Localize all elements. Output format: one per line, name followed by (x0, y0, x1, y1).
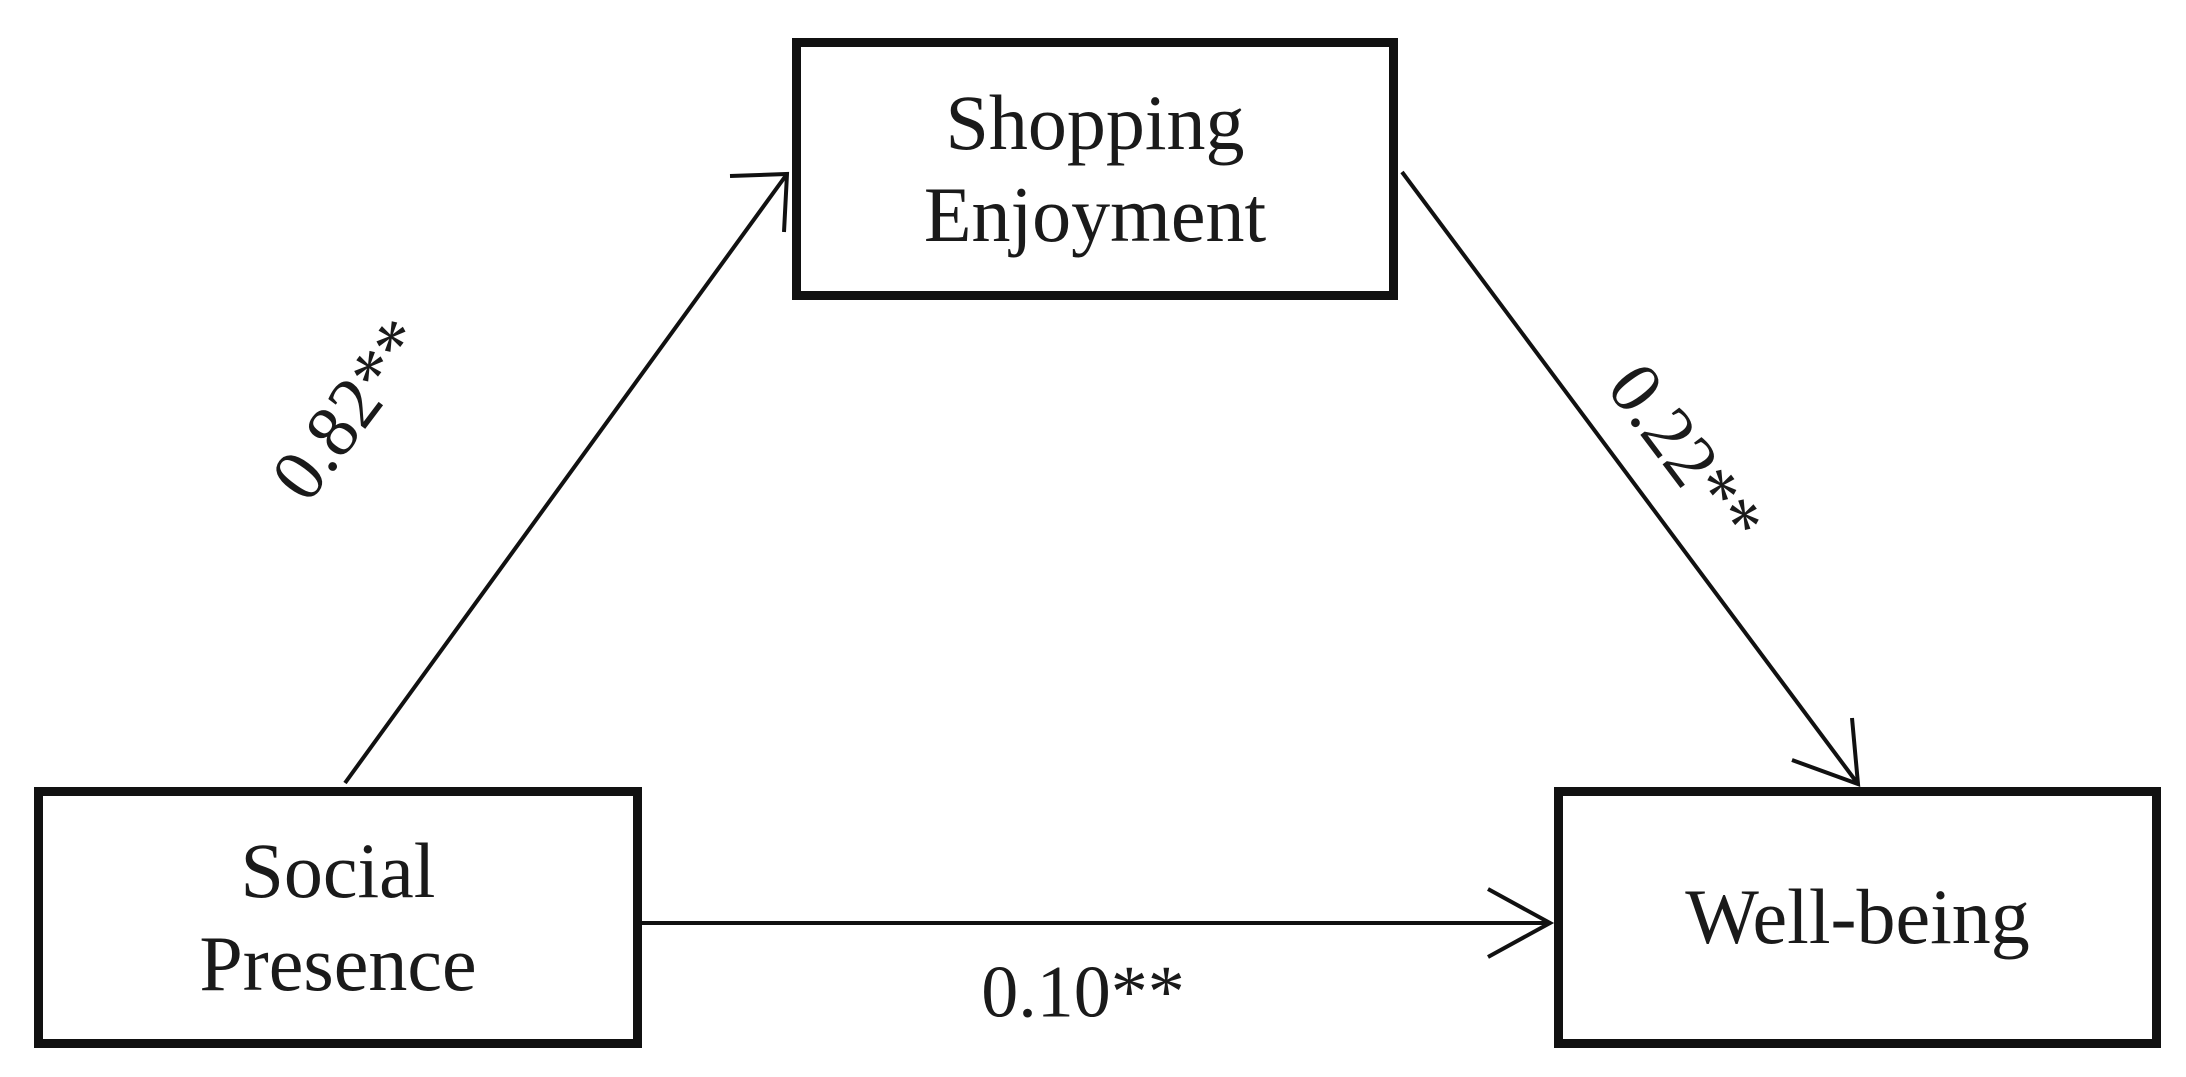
node-shopping-enjoyment: Shopping Enjoyment (792, 38, 1398, 300)
node-social-presence-line1: Social (240, 827, 436, 915)
node-social-presence-line2: Presence (199, 919, 477, 1007)
arrowhead-predictor-to-mediator (729, 171, 790, 233)
arrowhead-mediator-to-outcome (1791, 717, 1861, 787)
node-social-presence: Social Presence (34, 787, 642, 1048)
node-well-being: Well-being (1554, 787, 2161, 1048)
node-well-being-label: Well-being (1685, 873, 2030, 961)
coefficient-predictor-to-outcome: 0.10** (981, 951, 1185, 1034)
node-shopping-enjoyment-line1: Shopping (945, 78, 1245, 166)
edge-mediator-to-outcome (1400, 170, 1860, 786)
node-shopping-enjoyment-line2: Enjoyment (923, 171, 1267, 258)
edge-predictor-to-mediator (343, 172, 789, 785)
arrowhead-predictor-to-outcome (1487, 887, 1555, 959)
